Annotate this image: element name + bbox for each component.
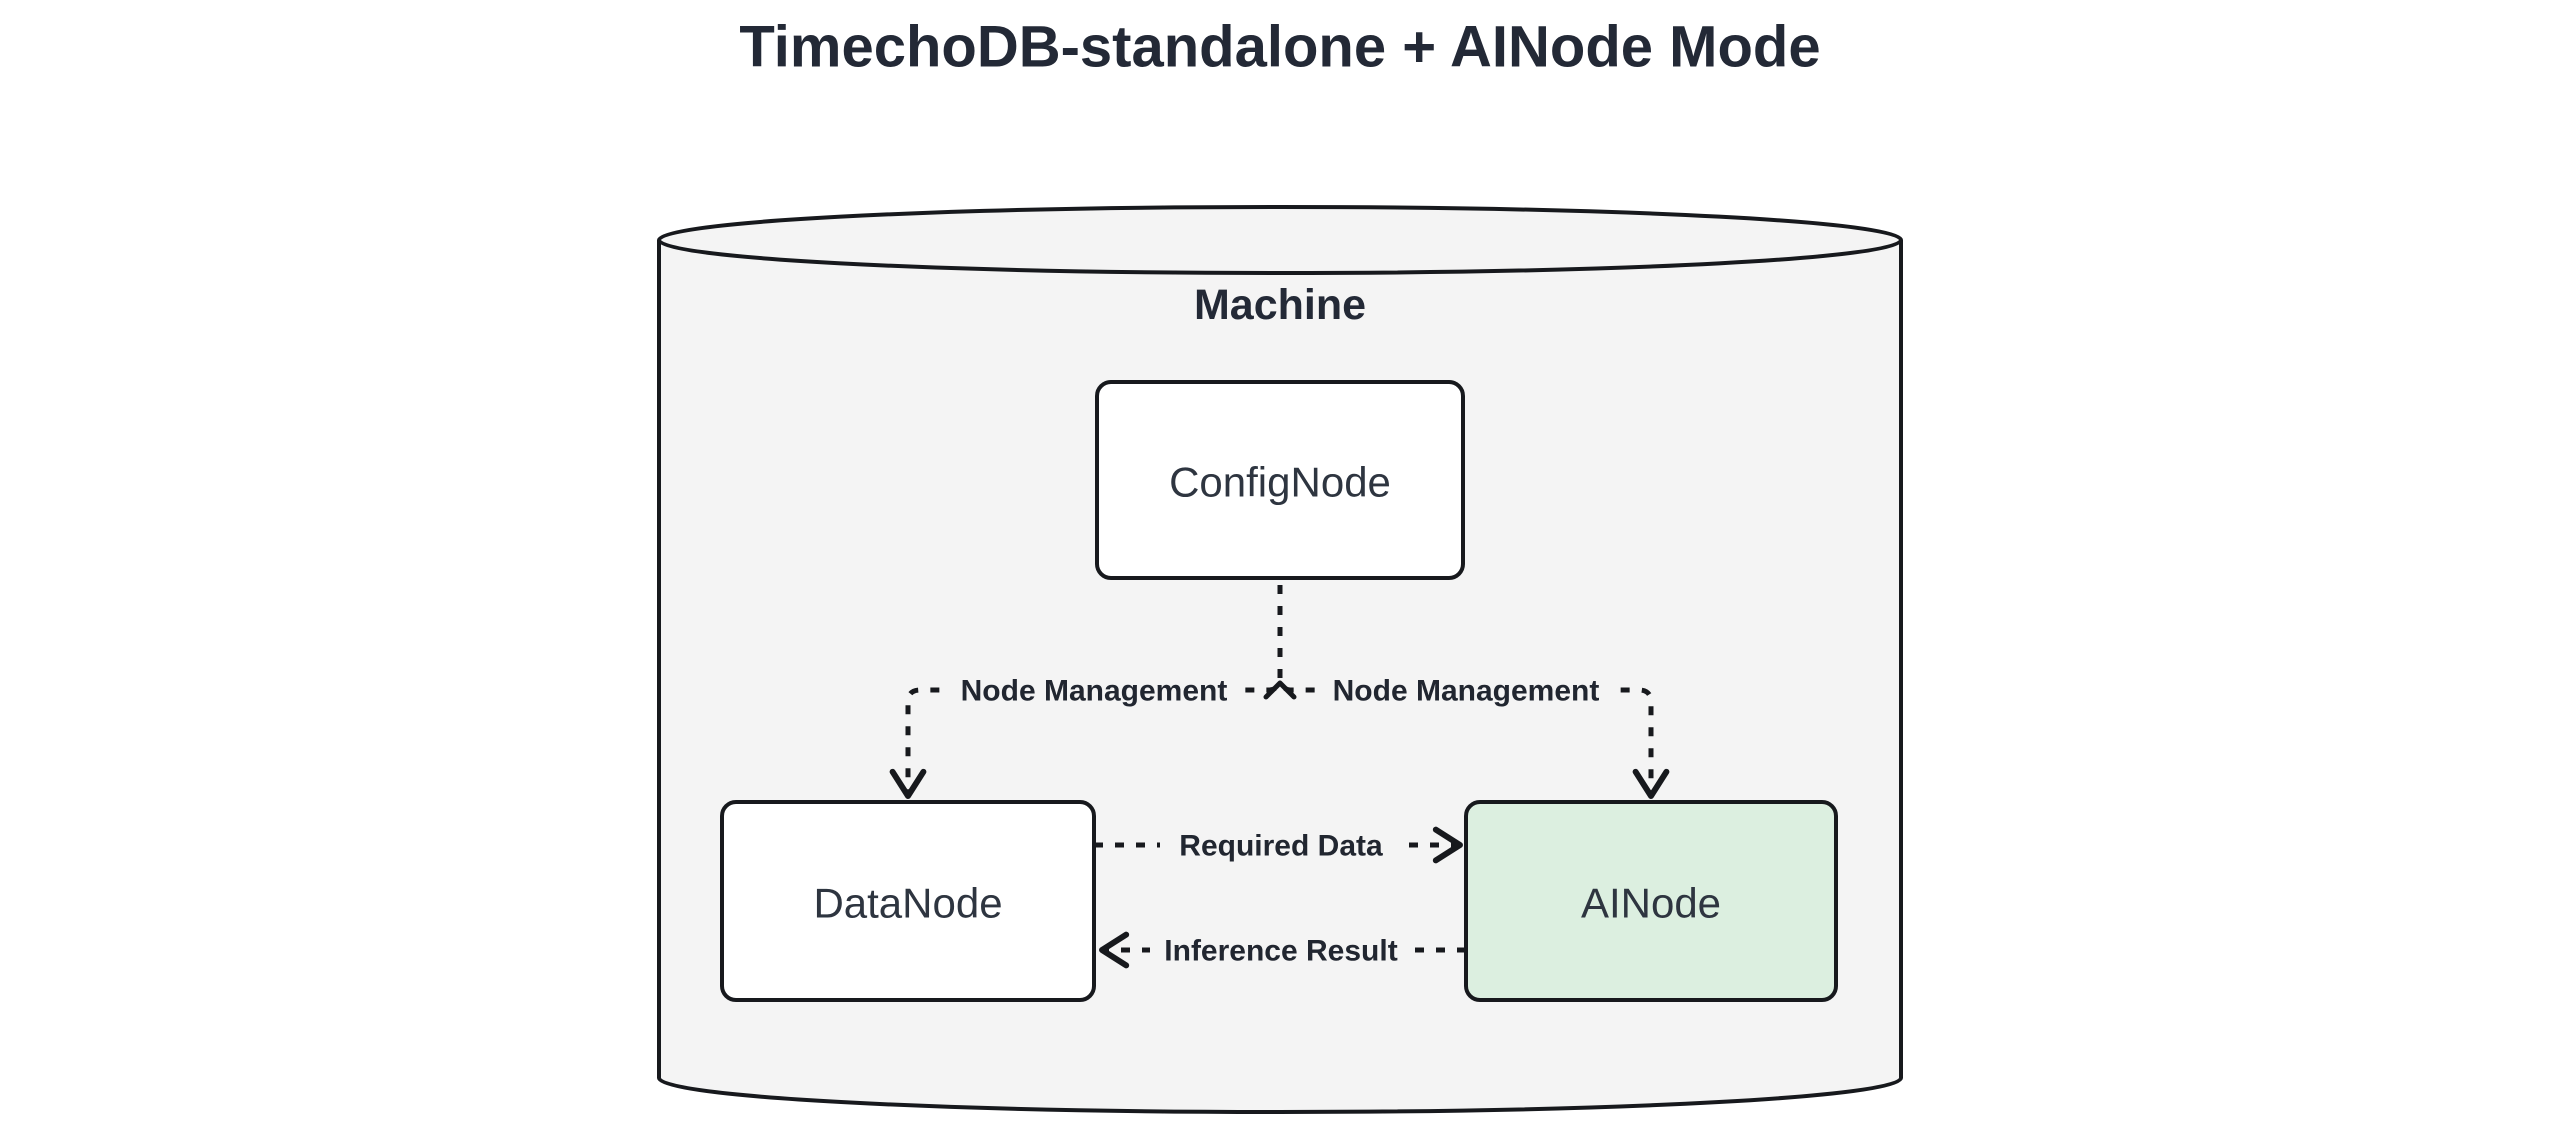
machine-label: Machine — [1194, 281, 1366, 329]
edge-label-node-management-right: Node Management — [1333, 675, 1600, 708]
node-confignode-label: ConfigNode — [1169, 459, 1391, 506]
edge-label-bg — [1316, 668, 1616, 712]
node-confignode-box — [1095, 380, 1465, 580]
edge-junction-caret-icon — [1263, 680, 1297, 700]
node-ainode-box — [1464, 800, 1838, 1002]
edge-label-bg — [1160, 823, 1402, 867]
node-ainode-label: AINode — [1581, 880, 1721, 927]
node-datanode-box — [720, 800, 1096, 1002]
node-datanode-label: DataNode — [813, 880, 1002, 927]
edge-label-bg — [944, 668, 1244, 712]
edge-label-inference-result: Inference Result — [1164, 935, 1397, 968]
diagram-title: TimechoDB-standalone + AINode Mode — [739, 15, 1820, 80]
edge-label-node-management-left: Node Management — [961, 675, 1228, 708]
machine-cylinder-top — [657, 205, 1903, 275]
edge-label-required-data: Required Data — [1179, 830, 1383, 863]
edge-label-bg — [1150, 928, 1412, 972]
